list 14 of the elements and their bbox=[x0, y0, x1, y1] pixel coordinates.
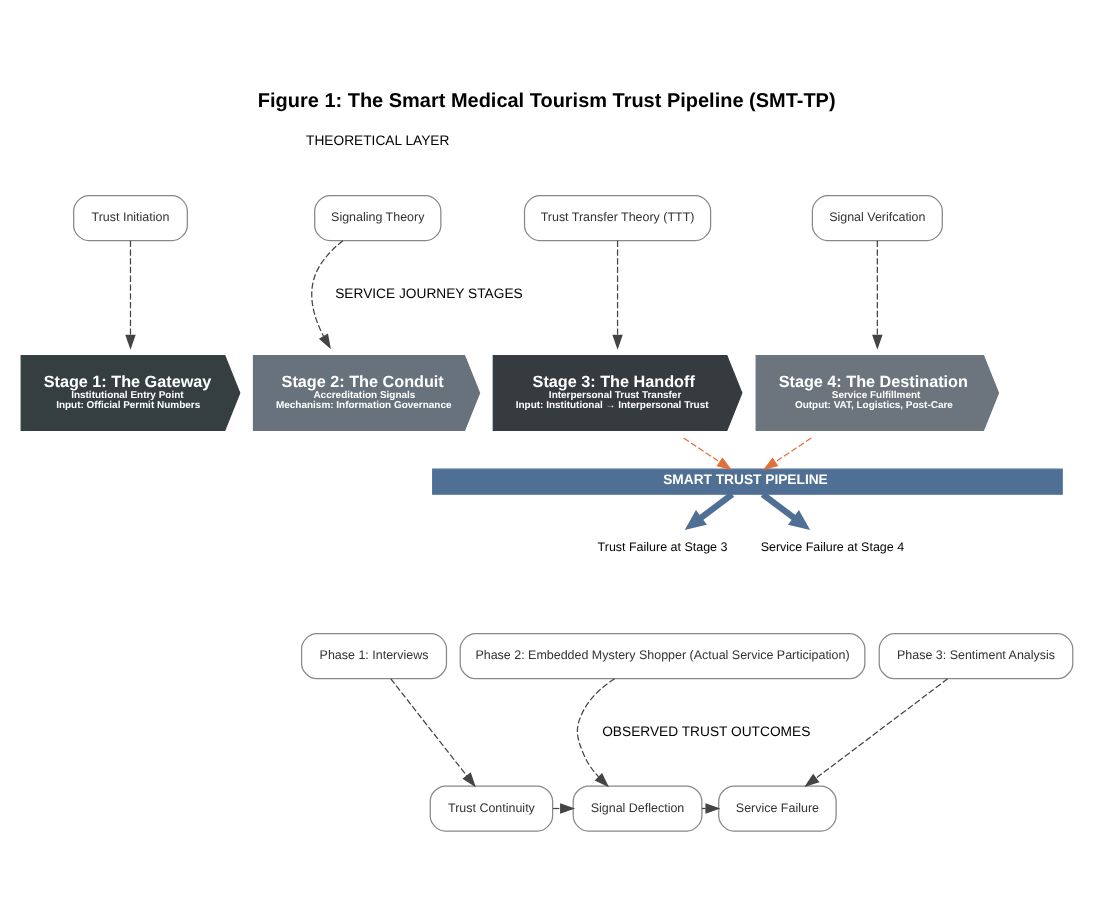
arrow bbox=[390, 678, 476, 788]
arrow bbox=[760, 491, 811, 530]
arrow bbox=[125, 240, 136, 350]
arrow bbox=[701, 803, 721, 814]
arrow bbox=[311, 240, 344, 350]
diagram-title: Figure 1: The Smart Medical Tourism Trust Pipeline (SMT-TP) bbox=[257, 90, 836, 113]
arrow bbox=[576, 678, 616, 788]
arrow bbox=[552, 803, 576, 814]
arrow bbox=[872, 240, 883, 350]
arrow bbox=[683, 437, 732, 471]
arrow bbox=[763, 437, 812, 471]
arrow bbox=[804, 678, 949, 787]
arrow bbox=[684, 491, 735, 530]
arrow bbox=[612, 240, 623, 350]
